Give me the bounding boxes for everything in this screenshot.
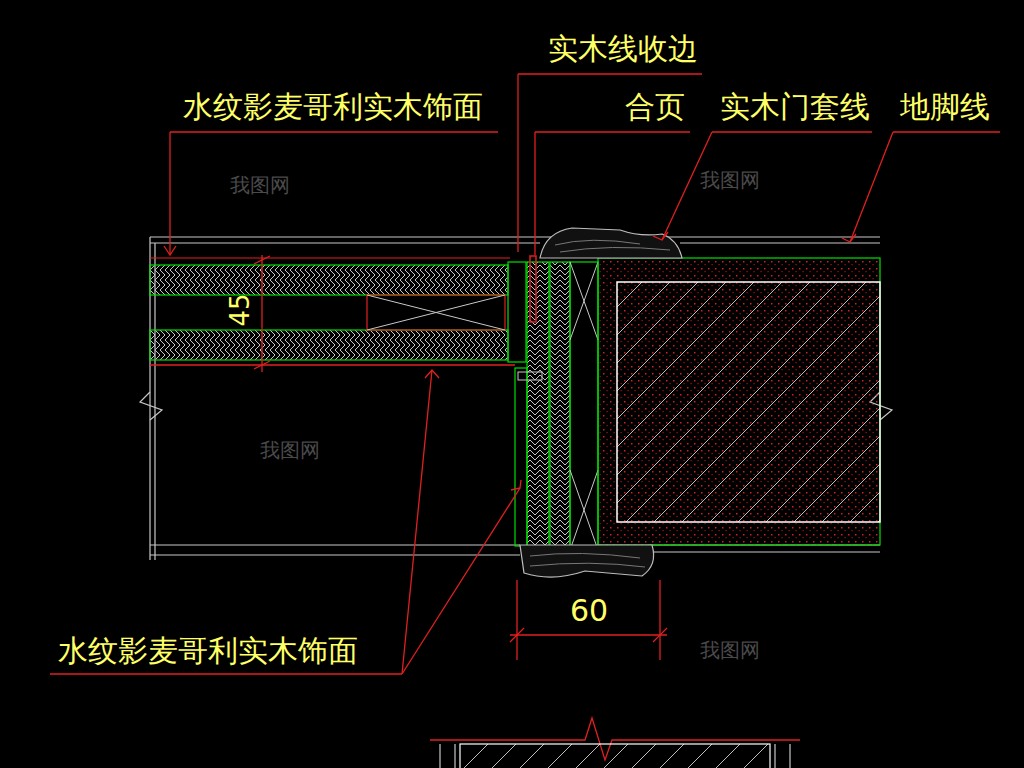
callout-label: 水纹影麦哥利实木饰面 bbox=[58, 636, 358, 666]
watermark: 我图网 bbox=[700, 640, 760, 660]
dimension-value: 60 bbox=[570, 596, 608, 626]
callout-label: 水纹影麦哥利实木饰面 bbox=[183, 92, 483, 122]
callout-label: 实木线收边 bbox=[548, 34, 698, 64]
callout-label: 合页 bbox=[625, 92, 685, 122]
callout-label: 实木门套线 bbox=[720, 92, 870, 122]
callout-label: 地脚线 bbox=[900, 92, 990, 122]
dimension-value: 45 bbox=[227, 293, 253, 326]
watermark: 我图网 bbox=[260, 440, 320, 460]
watermark: 我图网 bbox=[700, 170, 760, 190]
watermark: 我图网 bbox=[230, 175, 290, 195]
